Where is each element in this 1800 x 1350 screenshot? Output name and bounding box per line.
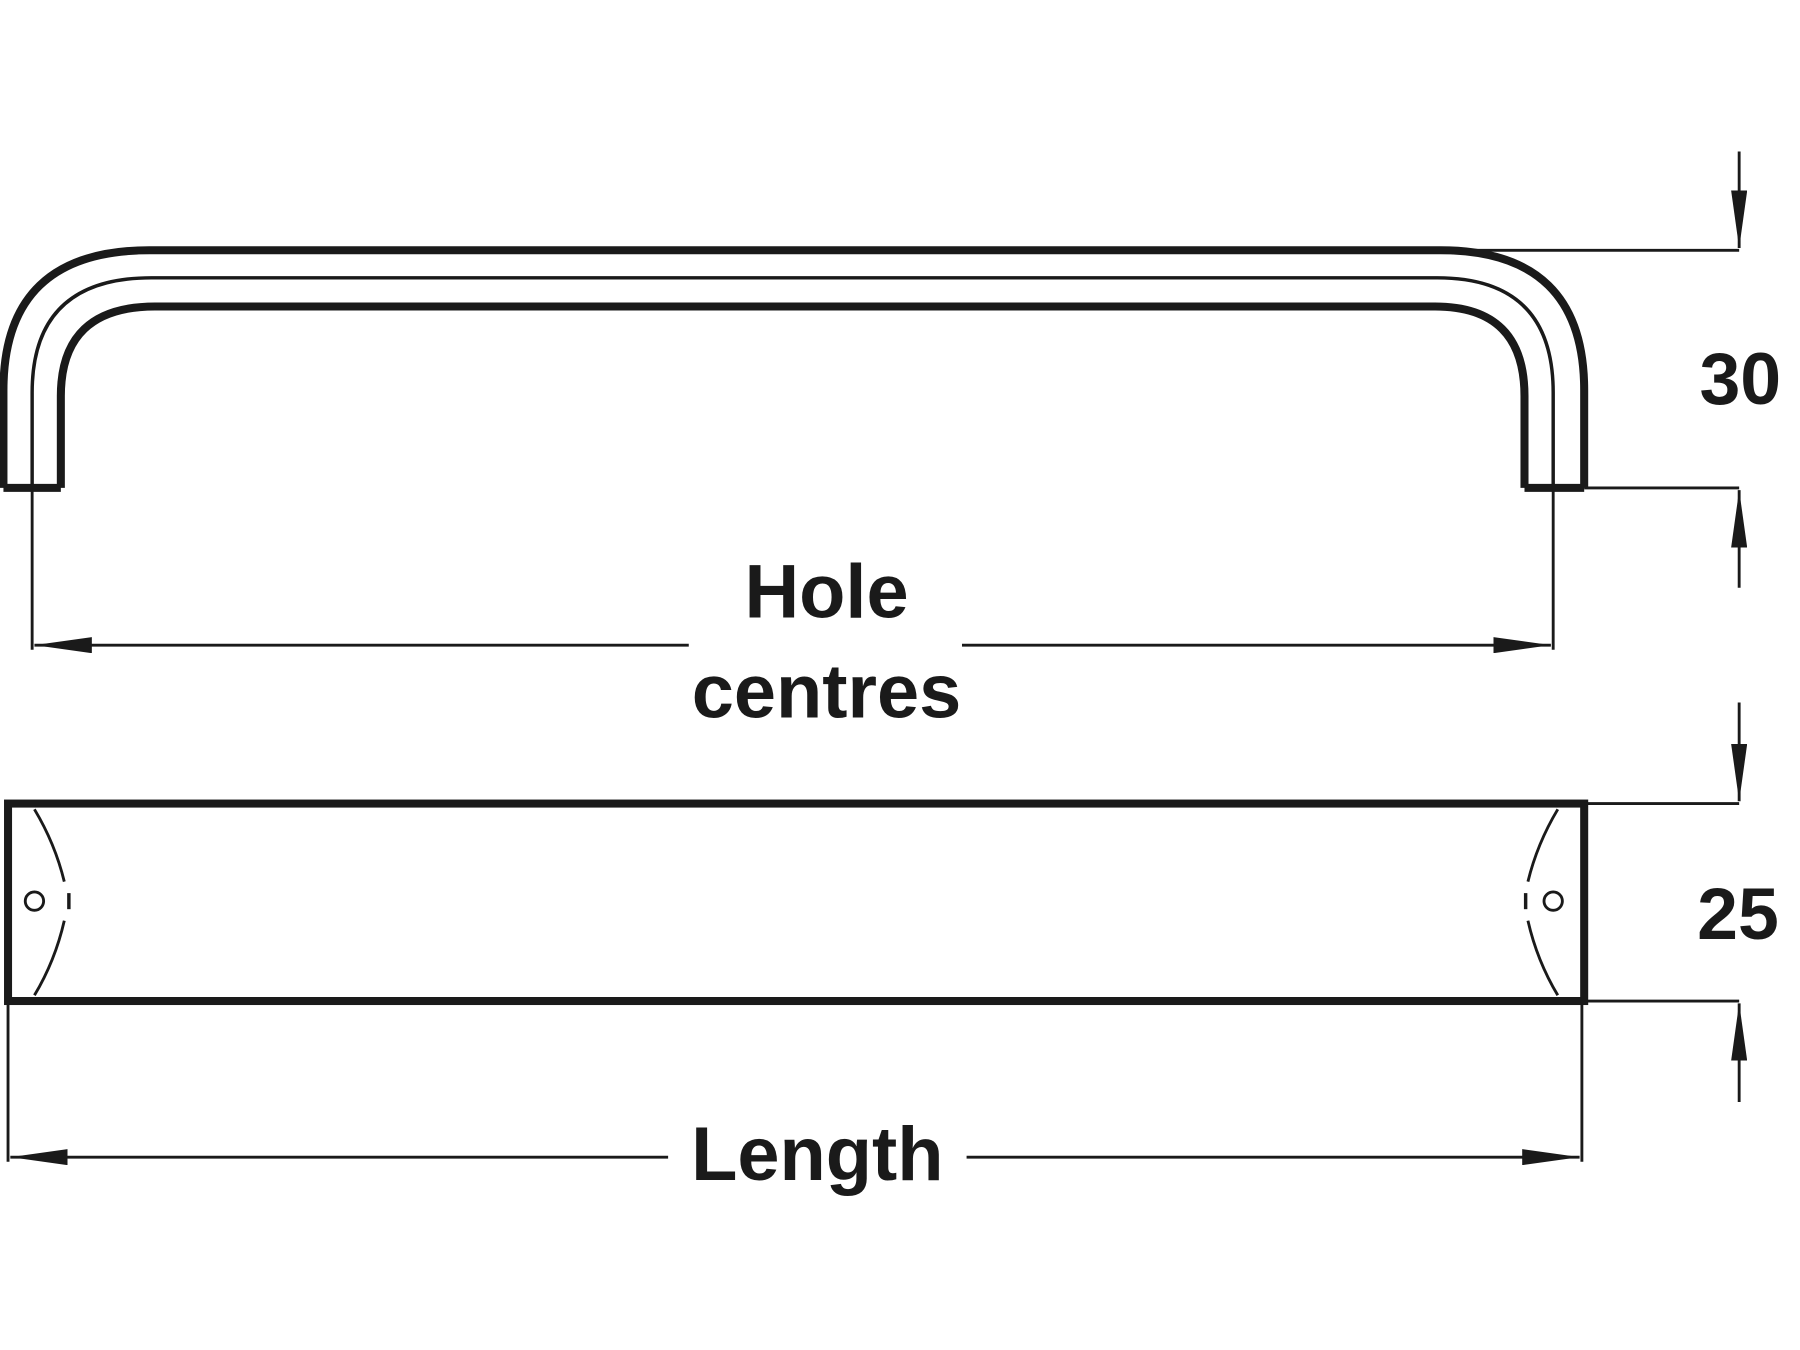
left-screw-hole-icon: [23, 890, 46, 912]
hole-centres-label-line1: Hole: [744, 550, 908, 635]
handle-top-outline: [4, 799, 1589, 1006]
right-screw-hole-icon: [1542, 890, 1564, 912]
handle-outer-edge: [0, 246, 1589, 488]
hole-centres-label-line2: centres: [692, 649, 961, 734]
right-end-curve-upper: [1526, 808, 1560, 882]
hole-centres-dimension: [30, 487, 1555, 654]
handle-inner-edge: [56, 302, 1529, 488]
height-dimension: [1440, 151, 1748, 588]
width-dimension-value: 25: [1697, 872, 1779, 955]
right-end-curve-lower: [1526, 920, 1560, 997]
width-dimension: [1584, 702, 1748, 1103]
handle-side-view: [0, 246, 1589, 492]
handle-centre-line: [30, 276, 1555, 488]
length-dimension: [6, 1001, 1584, 1166]
left-end-curve-lower: [33, 920, 66, 997]
handle-top-view: [4, 799, 1589, 1006]
height-dimension-value: 30: [1699, 337, 1781, 420]
length-label: Length: [691, 1112, 943, 1197]
left-end-curve-upper: [33, 808, 66, 882]
